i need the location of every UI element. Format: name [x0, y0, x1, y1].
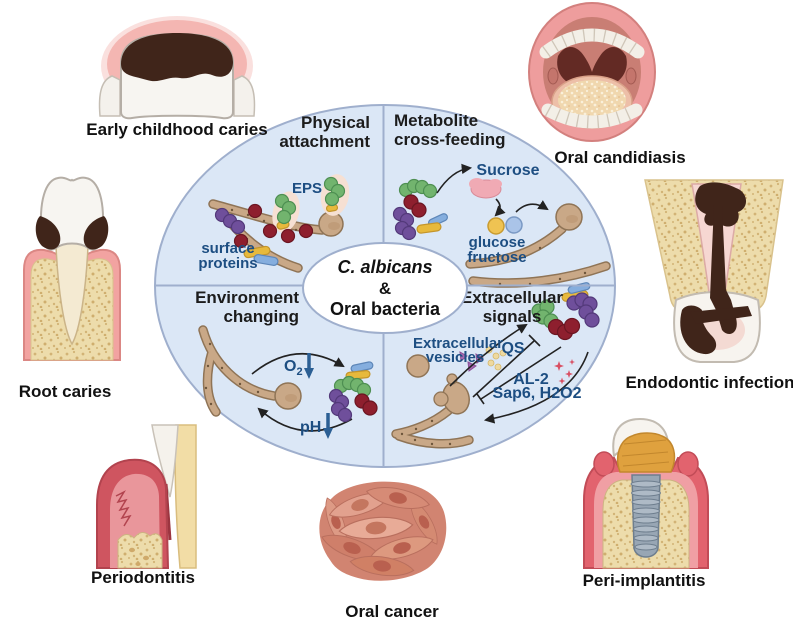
infected-canal [710, 205, 737, 334]
arrow-icon [251, 352, 345, 375]
environment-title-2: changing [223, 307, 299, 326]
metabolite-title-1: Metabolite [394, 111, 478, 130]
quadrant-extracellular-signals: Extracellular vesicles QS AL-2 Sap6, H2O… [391, 282, 600, 449]
hypha-dots [204, 342, 260, 406]
signal-molecule-dots [485, 346, 507, 371]
endodontic-infection-label: Endodontic infection [625, 373, 793, 392]
quadrant-metabolite-cross-feeding: Sucrose glucose fructose [392, 162, 611, 288]
yeast-bud-icon [433, 391, 449, 407]
o2-label: O2 [284, 358, 303, 378]
surface-proteins-label-1: surface [201, 240, 254, 257]
cancer-cell-icon [326, 486, 394, 524]
cancer-cell-icon [404, 495, 444, 549]
cancer-cell-icon [348, 552, 416, 580]
cancer-cell-icon [364, 482, 432, 514]
qs-label: QS [501, 340, 524, 357]
vesicles-label-1: Extracellular [413, 335, 503, 352]
center-amp-label: & [379, 279, 391, 298]
gum-erosion-edge [115, 490, 132, 527]
oral-cancer-label: Oral cancer [345, 602, 439, 621]
periodontitis-illustration [96, 424, 197, 569]
cancer-cell-icon [320, 495, 352, 549]
purple-cocci-icon [214, 207, 246, 235]
fructose-icon [505, 216, 523, 234]
peri-implantitis-label: Peri-implantitis [583, 571, 706, 590]
root-caries-illustration [23, 176, 121, 361]
environment-title-1: Environment [195, 288, 299, 307]
oral-candidiasis-label: Oral candidiasis [554, 148, 685, 167]
caries-decay [35, 216, 61, 250]
candida-coating [558, 80, 626, 120]
arrow-icon [483, 351, 589, 424]
cancer-cell-icon [368, 530, 436, 566]
early-childhood-caries-illustration [98, 16, 256, 120]
arrow-icon [257, 407, 353, 432]
sucrose-icon [469, 178, 502, 199]
endodontic-infection-illustration [644, 179, 784, 363]
periodontitis-label: Periodontitis [91, 568, 195, 587]
arrow-icon [436, 163, 473, 194]
extracellular-title-1: Extracellular [461, 288, 563, 307]
bacteria-cluster-icon [392, 178, 448, 241]
crown-infection [680, 305, 717, 355]
cancer-cell-icon [337, 513, 415, 543]
peri-implantitis-illustration [583, 417, 709, 569]
physical-attachment-title-2: attachment [279, 132, 370, 151]
quadrant-physical-attachment: EPS surface proteins [198, 174, 350, 273]
center-hub [302, 242, 468, 334]
early-childhood-caries-label: Early childhood caries [86, 120, 267, 139]
bacteria-cluster-icon [531, 292, 600, 341]
sucrose-label: Sucrose [476, 162, 539, 179]
glucose-label: glucose [469, 234, 526, 251]
metabolite-title-2: cross-feeding [394, 130, 505, 149]
cancer-cell-icon [318, 528, 386, 568]
bone [117, 532, 163, 569]
central-interaction-diagram: EPS surface proteins [154, 104, 616, 468]
arrow-icon [515, 200, 549, 213]
red-cocci-icon [233, 203, 314, 249]
inhibition-line-icon [472, 334, 541, 398]
lower-teeth [541, 103, 643, 129]
caries-decay [83, 216, 109, 250]
oral-candidiasis-illustration [528, 2, 656, 142]
vesicles-label-2: vesicles [426, 349, 484, 366]
decrease-arrow-icon [304, 353, 314, 379]
implant-screw [630, 474, 662, 558]
tooth-enamel [151, 424, 179, 498]
eps-label: EPS [292, 180, 322, 197]
center-species-label: C. albicans [337, 257, 432, 277]
inhibition-line-icon [476, 346, 562, 405]
calculus-deposit [616, 432, 676, 473]
bacteria-cluster-icon [328, 361, 378, 423]
arrow-icon [494, 198, 506, 217]
yeast-bud-icon [446, 373, 458, 385]
yeast-cell-icon [406, 354, 430, 378]
sap6-h2o2-label: Sap6, H2O2 [493, 385, 582, 402]
oral-cancer-illustration [318, 481, 447, 581]
ai2-label: AL-2 [513, 371, 549, 388]
caries-decay [121, 33, 233, 82]
surface-proteins-label-2: proteins [198, 255, 257, 272]
arrow-icon [449, 323, 528, 387]
apical-infection [695, 182, 747, 227]
quadrant-environment-changing: O2 pH [198, 325, 378, 439]
blue-rod-icon [253, 254, 279, 266]
center-group-label: Oral bacteria [330, 299, 441, 319]
hypha-dots [400, 419, 452, 446]
streptococcus-chain-icon [274, 176, 346, 230]
extracellular-title-2: signals [483, 307, 542, 326]
tooth-root [174, 424, 197, 569]
root-caries-label: Root caries [19, 382, 112, 401]
decrease-arrow-icon [323, 413, 333, 439]
ph-label: pH [300, 419, 321, 436]
physical-attachment-title-1: Physical [301, 113, 370, 132]
fructose-label: fructose [467, 249, 526, 266]
glucose-icon [487, 217, 505, 235]
